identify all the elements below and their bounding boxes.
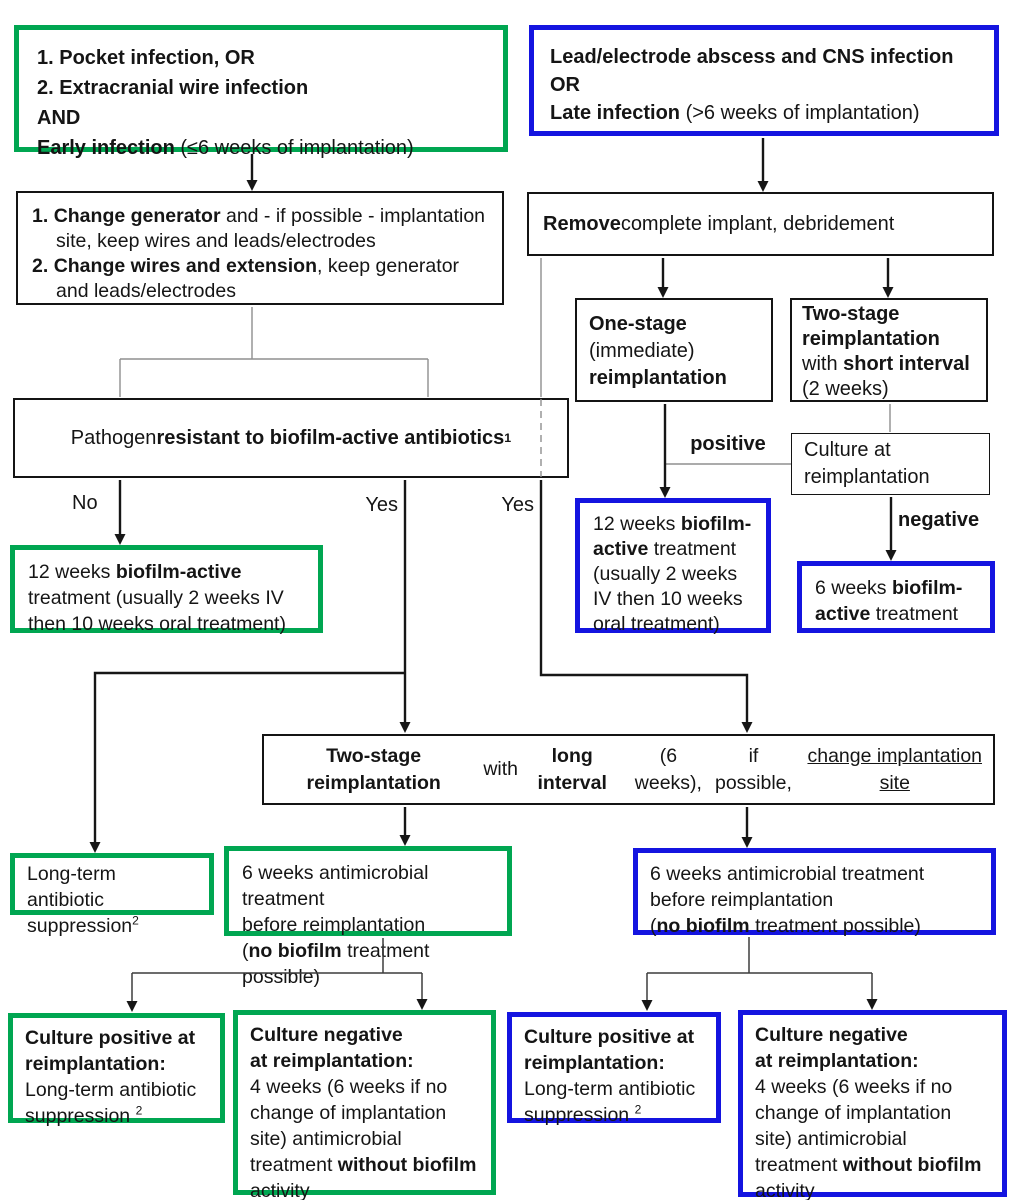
edge-label-yes-right: Yes (501, 494, 534, 516)
node-12w-biofilm-treatment-late: 12 weeks biofilm-active treatment (usual… (575, 498, 771, 635)
edge-label-positive: positive (690, 433, 766, 455)
partial-exchange-option-2: 2. Change wires and extension, keep gene… (32, 255, 460, 302)
edge-label-yes-left: Yes (365, 494, 398, 516)
node-6w-biofilm-treatment: 6 weeks biofilm-active treatment (797, 561, 995, 633)
node-one-stage-reimplantation: One-stage(immediate)reimplantation (575, 298, 773, 402)
node-long-term-suppression: Long-term antibiotic suppression2 (10, 853, 214, 937)
partial-exchange-option-1: 1. Change generator and - if possible - … (32, 205, 486, 252)
node-two-stage-long-interval: Two-stage reimplantation with long inter… (262, 734, 995, 805)
node-12w-biofilm-treatment-early: 12 weeks biofilm-active treatment (usual… (10, 545, 323, 635)
node-partial-exchange: 1. Change generator and - if possible - … (16, 191, 504, 305)
edge-label-negative: negative (898, 509, 980, 531)
node-pathogen-resistant-decision: Pathogen resistant to biofilm-active ant… (13, 398, 569, 478)
node-late-infection-criteria: Lead/electrode abscess and CNS infection… (529, 25, 999, 136)
node-remove-implant: Remove complete implant, debridement (527, 192, 994, 256)
edge-label-no: No (72, 492, 98, 514)
